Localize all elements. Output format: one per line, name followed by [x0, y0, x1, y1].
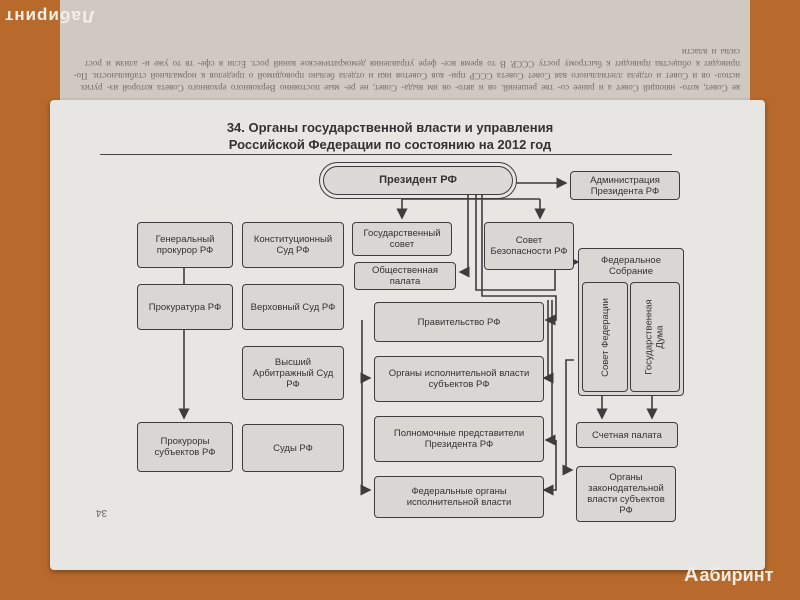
state-duma-label: Государственная Дума: [644, 299, 666, 375]
government-box: Правительство РФ: [374, 302, 544, 342]
edge-president-public-chamber: [458, 194, 470, 278]
federal-assembly-label: Федеральное Собрание: [601, 255, 661, 277]
watermark-bottom-text: абиринт: [699, 565, 774, 585]
edge-government-regional-exec: [360, 320, 372, 384]
diagram-title-line-1: 34. Органы государственной власти и упра…: [226, 120, 554, 135]
edge-president-plenipotentiaries: [544, 300, 556, 446]
security-council-box: Совет Безопасности РФ: [484, 222, 574, 270]
page-number: 34: [96, 507, 108, 518]
administration-box: Администрация Президента РФ: [570, 171, 680, 200]
supreme-court-box: Верховный Суд РФ: [242, 284, 344, 330]
edge-assembly-regional-legislatures: [562, 359, 574, 476]
prosecutors-office-box: Прокуратура РФ: [137, 284, 233, 330]
president-box: Президент РФ: [319, 162, 517, 199]
federation-council-box: Совет Федерации: [582, 282, 628, 392]
watermark-bottom: Аабиринт: [684, 564, 773, 587]
edge-president-regional-exec: [542, 300, 554, 384]
prosecutor-general-box: Генеральный прокурор РФ: [137, 222, 233, 268]
diagram-title-line-2: Российской Федерации по состоянию на 201…: [228, 137, 552, 152]
federation-council-label: Совет Федерации: [599, 297, 611, 377]
accounts-chamber-box: Счетная палата: [576, 422, 678, 448]
state-duma-box: Государственная Дума: [630, 282, 680, 392]
regional-prosecutors-box: Прокуроры субъектов РФ: [137, 422, 233, 472]
edge-right-federal-exec: [542, 440, 557, 496]
regional-legislatures-box: Органы законодательной власти субъектов …: [576, 466, 676, 522]
facing-page: ке Совет, кото- няющий Совет а и ранее с…: [60, 0, 750, 101]
constitutional-court-box: Конституционный Суд РФ: [242, 222, 344, 268]
state-council-box: Государственный совет: [352, 222, 452, 256]
labyrinth-logo-icon: А: [684, 564, 699, 586]
edge-government-federal-exec: [360, 378, 372, 496]
federal-executive-box: Федеральные органы исполнительной власти: [374, 476, 544, 518]
public-chamber-box: Общественная палата: [354, 262, 456, 290]
title-underline: [100, 154, 672, 155]
plenipotentiaries-box: Полномочные представители Президента РФ: [374, 416, 544, 462]
arbitration-court-box: Высший Арбитражный Суд РФ: [242, 346, 344, 400]
courts-box: Суды РФ: [242, 424, 344, 472]
regional-executive-box: Органы исполнительной власти субъектов Р…: [374, 356, 544, 402]
